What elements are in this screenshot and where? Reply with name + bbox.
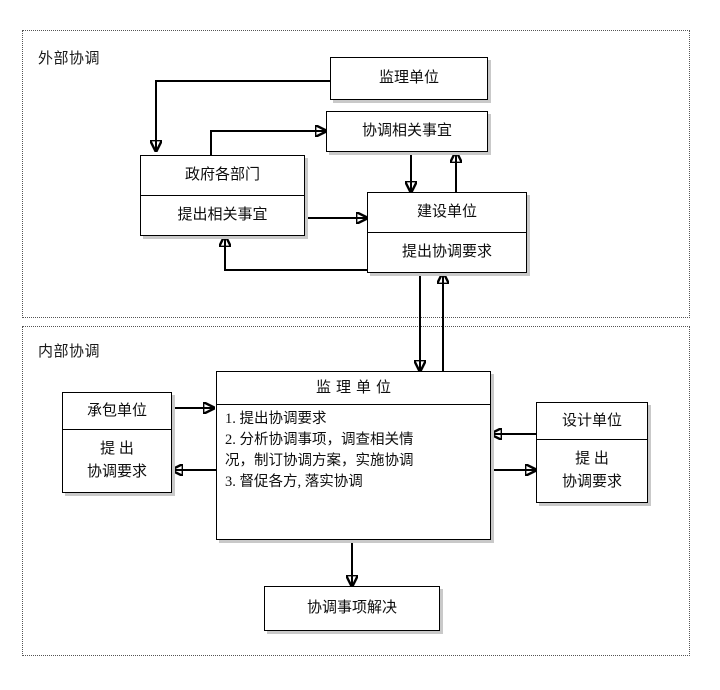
supervisor-task-2-cont: 况，制订协调方案，实施协调 (225, 453, 414, 470)
node-supervisor-external[interactable]: 监理单位 (330, 57, 488, 100)
region-internal-coordination (22, 326, 690, 656)
node-contractor-header: 承包单位 (86, 402, 147, 419)
node-coordination-matters[interactable]: 协调相关事宜 (326, 111, 488, 152)
supervisor-task-2: 2. 分析协调事项，调查相关情 (225, 432, 414, 449)
node-resolution[interactable]: 协调事项解决 (264, 586, 440, 631)
node-contractor[interactable]: 承包单位 提 出 协调要求 (62, 392, 172, 493)
node-contractor-body: 提 出 协调要求 (63, 429, 171, 492)
node-designer[interactable]: 设计单位 提 出 协调要求 (536, 402, 648, 503)
node-construction-unit[interactable]: 建设单位 提出协调要求 (367, 192, 527, 273)
node-contractor-body-line2: 协调要求 (86, 464, 147, 480)
node-designer-body-line1: 提 出 (575, 451, 609, 468)
node-coordination-matters-label: 协调相关事宜 (361, 123, 452, 140)
node-resolution-label: 协调事项解决 (306, 600, 397, 617)
node-designer-body: 提 出 协调要求 (537, 439, 647, 502)
region-external-coordination (22, 30, 690, 318)
node-construction-unit-body: 提出协调要求 (368, 232, 526, 272)
node-contractor-body-line1: 提 出 (100, 441, 134, 458)
node-designer-header: 设计单位 (561, 412, 622, 429)
node-supervisor-external-label: 监理单位 (378, 70, 439, 87)
node-supervisor-internal[interactable]: 监理单位 1. 提出协调要求 2. 分析协调事项，调查相关情 况，制订协调方案，… (216, 371, 491, 540)
node-supervisor-internal-body: 1. 提出协调要求 2. 分析协调事项，调查相关情 况，制订协调方案，实施协调 … (217, 404, 490, 539)
node-supervisor-internal-header: 监理单位 (315, 379, 396, 396)
supervisor-task-1: 1. 提出协调要求 (225, 411, 327, 427)
region-internal-label: 内部协调 (38, 344, 101, 360)
node-government-body: 提出相关事宜 (141, 195, 304, 235)
node-government-header: 政府各部门 (184, 167, 260, 184)
supervisor-task-3: 3. 督促各方, 落实协调 (225, 474, 363, 491)
node-government[interactable]: 政府各部门 提出相关事宜 (140, 155, 305, 236)
region-external-label: 外部协调 (38, 51, 101, 67)
node-construction-unit-header: 建设单位 (416, 204, 477, 221)
node-designer-body-line2: 协调要求 (561, 474, 622, 490)
